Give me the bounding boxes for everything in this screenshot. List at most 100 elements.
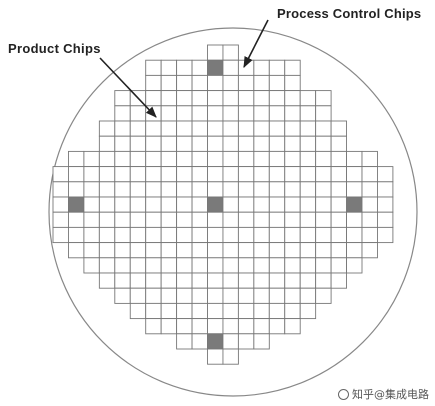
product-chip xyxy=(284,59,301,76)
product-chip xyxy=(98,196,116,213)
product-chip xyxy=(114,272,131,289)
product-chip xyxy=(315,287,332,304)
product-chip xyxy=(330,257,348,274)
product-chip xyxy=(299,272,317,289)
product-chip xyxy=(315,150,332,168)
product-chip xyxy=(176,120,193,137)
product-chip xyxy=(268,74,286,92)
product-chip xyxy=(145,59,162,76)
product-chip xyxy=(299,105,317,122)
product-chip xyxy=(222,272,239,289)
product-chip xyxy=(52,196,69,213)
product-chip xyxy=(191,318,208,335)
product-chip xyxy=(67,150,85,168)
product-chip xyxy=(253,242,270,259)
product-chip xyxy=(160,226,178,244)
product-chip xyxy=(253,333,270,350)
product-chip xyxy=(52,211,69,228)
product-chip xyxy=(330,120,348,137)
product-chip xyxy=(299,135,317,152)
product-chip xyxy=(315,211,332,228)
product-chip xyxy=(330,135,348,152)
product-chip xyxy=(222,257,239,274)
product-chip xyxy=(160,59,178,76)
product-chip xyxy=(222,59,239,76)
product-chip xyxy=(222,166,239,183)
product-chip xyxy=(160,181,178,198)
product-chip xyxy=(253,90,270,107)
product-chip xyxy=(129,302,147,320)
product-chip xyxy=(361,211,378,228)
product-chip xyxy=(129,196,147,213)
product-chip xyxy=(114,226,131,244)
product-chip xyxy=(315,257,332,274)
product-chip xyxy=(145,272,162,289)
product-chip xyxy=(299,90,317,107)
product-chip xyxy=(222,287,239,304)
product-chip xyxy=(315,181,332,198)
product-chip xyxy=(145,226,162,244)
product-chip xyxy=(222,196,239,213)
product-chip xyxy=(268,196,286,213)
product-chip xyxy=(222,333,239,350)
product-chip xyxy=(237,211,255,228)
product-chip xyxy=(284,90,301,107)
watermark-text: 知乎@集成电路 xyxy=(352,388,429,401)
product-chip xyxy=(237,318,255,335)
product-chip xyxy=(330,226,348,244)
process-control-chips-label: Process Control Chips xyxy=(277,6,422,21)
process-control-chips-arrow xyxy=(243,19,269,68)
product-chip xyxy=(315,105,332,122)
product-chip xyxy=(191,150,208,168)
product-chip xyxy=(191,135,208,152)
product-chip xyxy=(330,181,348,198)
product-chip xyxy=(268,90,286,107)
product-chip xyxy=(222,211,239,228)
product-chip xyxy=(361,226,378,244)
product-chip xyxy=(237,272,255,289)
product-chip xyxy=(207,242,224,259)
product-chip xyxy=(191,59,208,76)
product-chip xyxy=(237,181,255,198)
product-chip xyxy=(114,90,131,107)
product-chip xyxy=(299,302,317,320)
product-chip xyxy=(129,166,147,183)
product-chip xyxy=(315,196,332,213)
product-chip xyxy=(361,166,378,183)
product-chip xyxy=(176,302,193,320)
product-chip xyxy=(83,150,100,168)
product-chip xyxy=(160,135,178,152)
product-chip xyxy=(67,242,85,259)
product-chip xyxy=(191,242,208,259)
product-chip xyxy=(160,74,178,92)
product-chip xyxy=(361,196,378,213)
product-chip xyxy=(207,211,224,228)
product-chip xyxy=(237,150,255,168)
product-chip xyxy=(129,181,147,198)
product-chip xyxy=(207,181,224,198)
die-grid xyxy=(52,44,394,365)
product-chip xyxy=(222,105,239,122)
product-chip xyxy=(299,181,317,198)
product-chip xyxy=(160,166,178,183)
product-chip xyxy=(237,287,255,304)
product-chip xyxy=(129,242,147,259)
process-control-chip xyxy=(207,196,224,213)
product-chip xyxy=(176,272,193,289)
product-chip xyxy=(237,242,255,259)
product-chip xyxy=(207,302,224,320)
product-chip xyxy=(268,287,286,304)
product-chip xyxy=(222,120,239,137)
product-chip xyxy=(191,302,208,320)
product-chip xyxy=(253,59,270,76)
product-chip xyxy=(377,166,394,183)
product-chip xyxy=(222,226,239,244)
product-chip xyxy=(207,105,224,122)
product-chip xyxy=(253,318,270,335)
product-chip xyxy=(114,105,131,122)
product-chip xyxy=(83,166,100,183)
product-chip xyxy=(98,242,116,259)
product-chip xyxy=(176,318,193,335)
product-chip xyxy=(160,150,178,168)
